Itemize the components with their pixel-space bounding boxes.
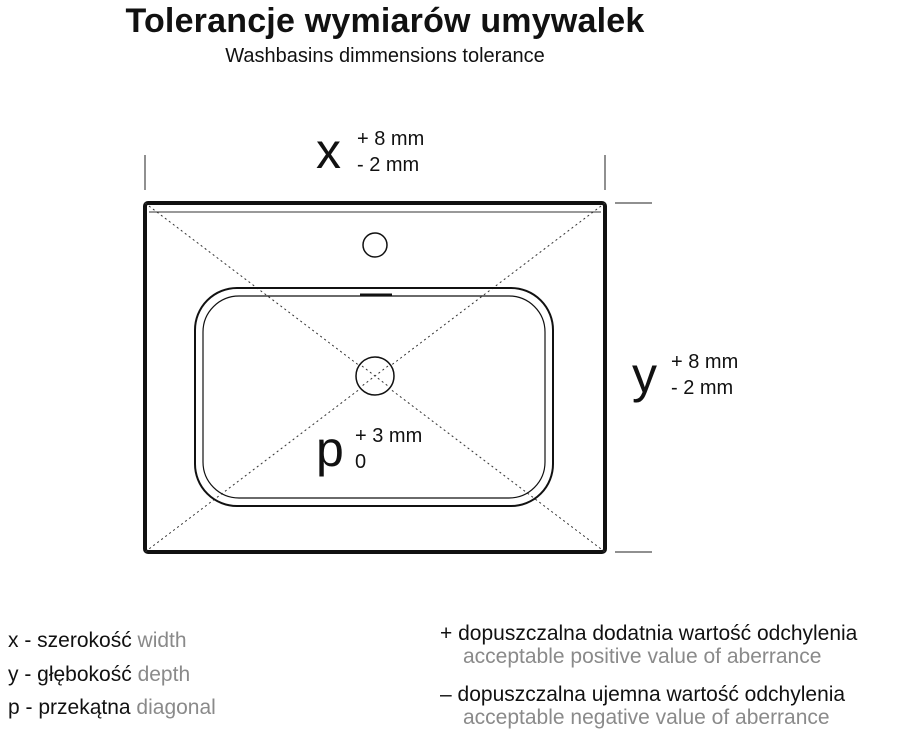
x-tolerance-minus: - 2 mm bbox=[357, 154, 420, 176]
x-symbol: x bbox=[316, 123, 341, 179]
p-symbol: p bbox=[316, 421, 344, 477]
legend-polish: dopuszczalna dodatnia wartość odchylenia bbox=[458, 622, 858, 645]
y-symbol: y bbox=[632, 347, 657, 403]
page-subtitle: Washbasins dimmensions tolerance bbox=[225, 45, 545, 67]
legend-sign: + bbox=[440, 622, 453, 645]
legend-english: depth bbox=[137, 663, 191, 686]
y-tolerance-minus: - 2 mm bbox=[671, 377, 734, 399]
page-title: Tolerancje wymiarów umywalek bbox=[125, 2, 645, 40]
diagonal-line-1 bbox=[144, 202, 606, 553]
legend-item-x: x - szerokość width bbox=[8, 629, 187, 653]
y-tolerance-plus: + 8 mm bbox=[671, 351, 739, 373]
legend-sign: – bbox=[440, 683, 452, 706]
tap-hole bbox=[362, 232, 388, 258]
p-tolerance-plus: + 3 mm bbox=[355, 425, 423, 447]
legend-key: x - szerokość bbox=[8, 629, 132, 652]
legend-item-y: y - głębokość depth bbox=[8, 663, 190, 687]
drain-cross-2 bbox=[361, 365, 389, 387]
legend-item-negative: – dopuszczalna ujemna wartość odchylenia bbox=[440, 683, 845, 707]
legend-english: acceptable negative value of aberrance bbox=[463, 706, 830, 729]
bowl-outline-inner bbox=[202, 295, 546, 499]
legend-item-positive: + dopuszczalna dodatnia wartość odchylen… bbox=[440, 622, 857, 646]
legend-item-p: p - przekątna diagonal bbox=[8, 696, 216, 720]
washbasin-outline bbox=[143, 201, 607, 554]
legend-key: p - przekątna bbox=[8, 696, 131, 719]
legend-english: acceptable positive value of aberrance bbox=[463, 645, 822, 668]
legend-polish: dopuszczalna ujemna wartość odchylenia bbox=[457, 683, 846, 706]
p-tolerance-minus: 0 bbox=[355, 451, 367, 473]
legend-english: width bbox=[137, 629, 187, 652]
x-tolerance-plus: + 8 mm bbox=[357, 128, 425, 150]
legend-key: y - głębokość bbox=[8, 663, 132, 686]
legend-english: diagonal bbox=[136, 696, 216, 719]
bowl-outline-outer bbox=[194, 287, 554, 507]
